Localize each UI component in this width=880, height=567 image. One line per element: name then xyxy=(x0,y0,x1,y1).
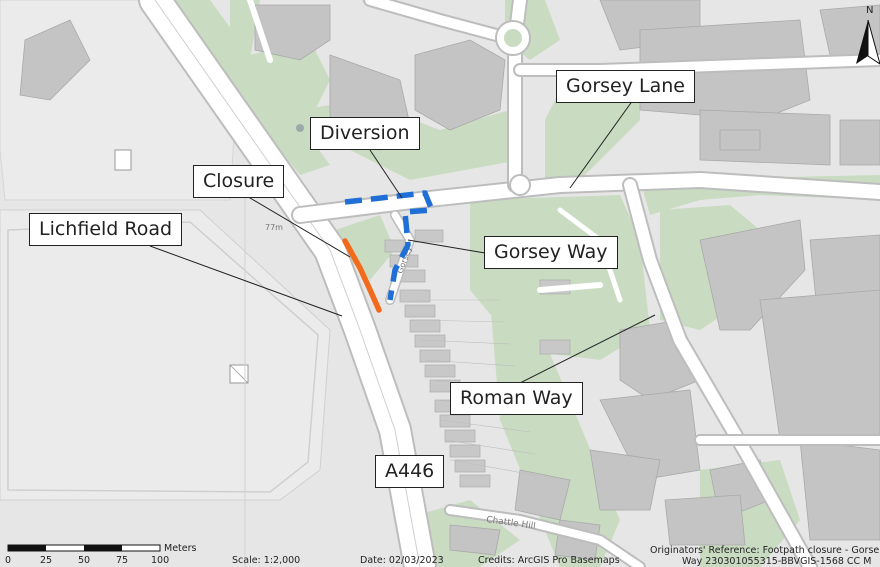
label-gorsey-lane: Gorsey Lane xyxy=(556,70,695,103)
scale-unit: Meters xyxy=(164,543,197,554)
map-credits: Credits: ArcGIS Pro Basemaps xyxy=(478,555,620,566)
north-label: N xyxy=(866,5,874,16)
map-reference-line1: Originators' Reference: Footpath closure… xyxy=(650,545,880,556)
map-reference-line2: Way 230301055315-BBVGIS-1568 CC M xyxy=(682,556,872,567)
map-date: Date: 02/03/2023 xyxy=(360,555,444,566)
label-diversion: Diversion xyxy=(310,117,420,150)
scale-tick-50: 50 xyxy=(78,555,91,566)
north-arrow-icon xyxy=(856,19,880,65)
label-a446: A446 xyxy=(375,455,445,488)
label-closure: Closure xyxy=(193,165,285,198)
label-roman-way: Roman Way xyxy=(450,382,583,415)
closure-route xyxy=(342,238,382,313)
label-lichfield-road: Lichfield Road xyxy=(29,213,183,246)
map-scale: Scale: 1:2,000 xyxy=(232,555,301,566)
diversion-route xyxy=(344,190,435,301)
callout-leaders xyxy=(149,99,656,384)
scale-bar xyxy=(7,544,161,552)
scale-tick-0: 0 xyxy=(5,555,12,566)
scale-tick-75: 75 xyxy=(116,555,129,566)
label-gorsey-way: Gorsey Way xyxy=(484,236,618,269)
scale-tick-100: 100 xyxy=(151,555,170,566)
scale-tick-25: 25 xyxy=(40,555,53,566)
elevation-label: 77m xyxy=(265,223,283,232)
